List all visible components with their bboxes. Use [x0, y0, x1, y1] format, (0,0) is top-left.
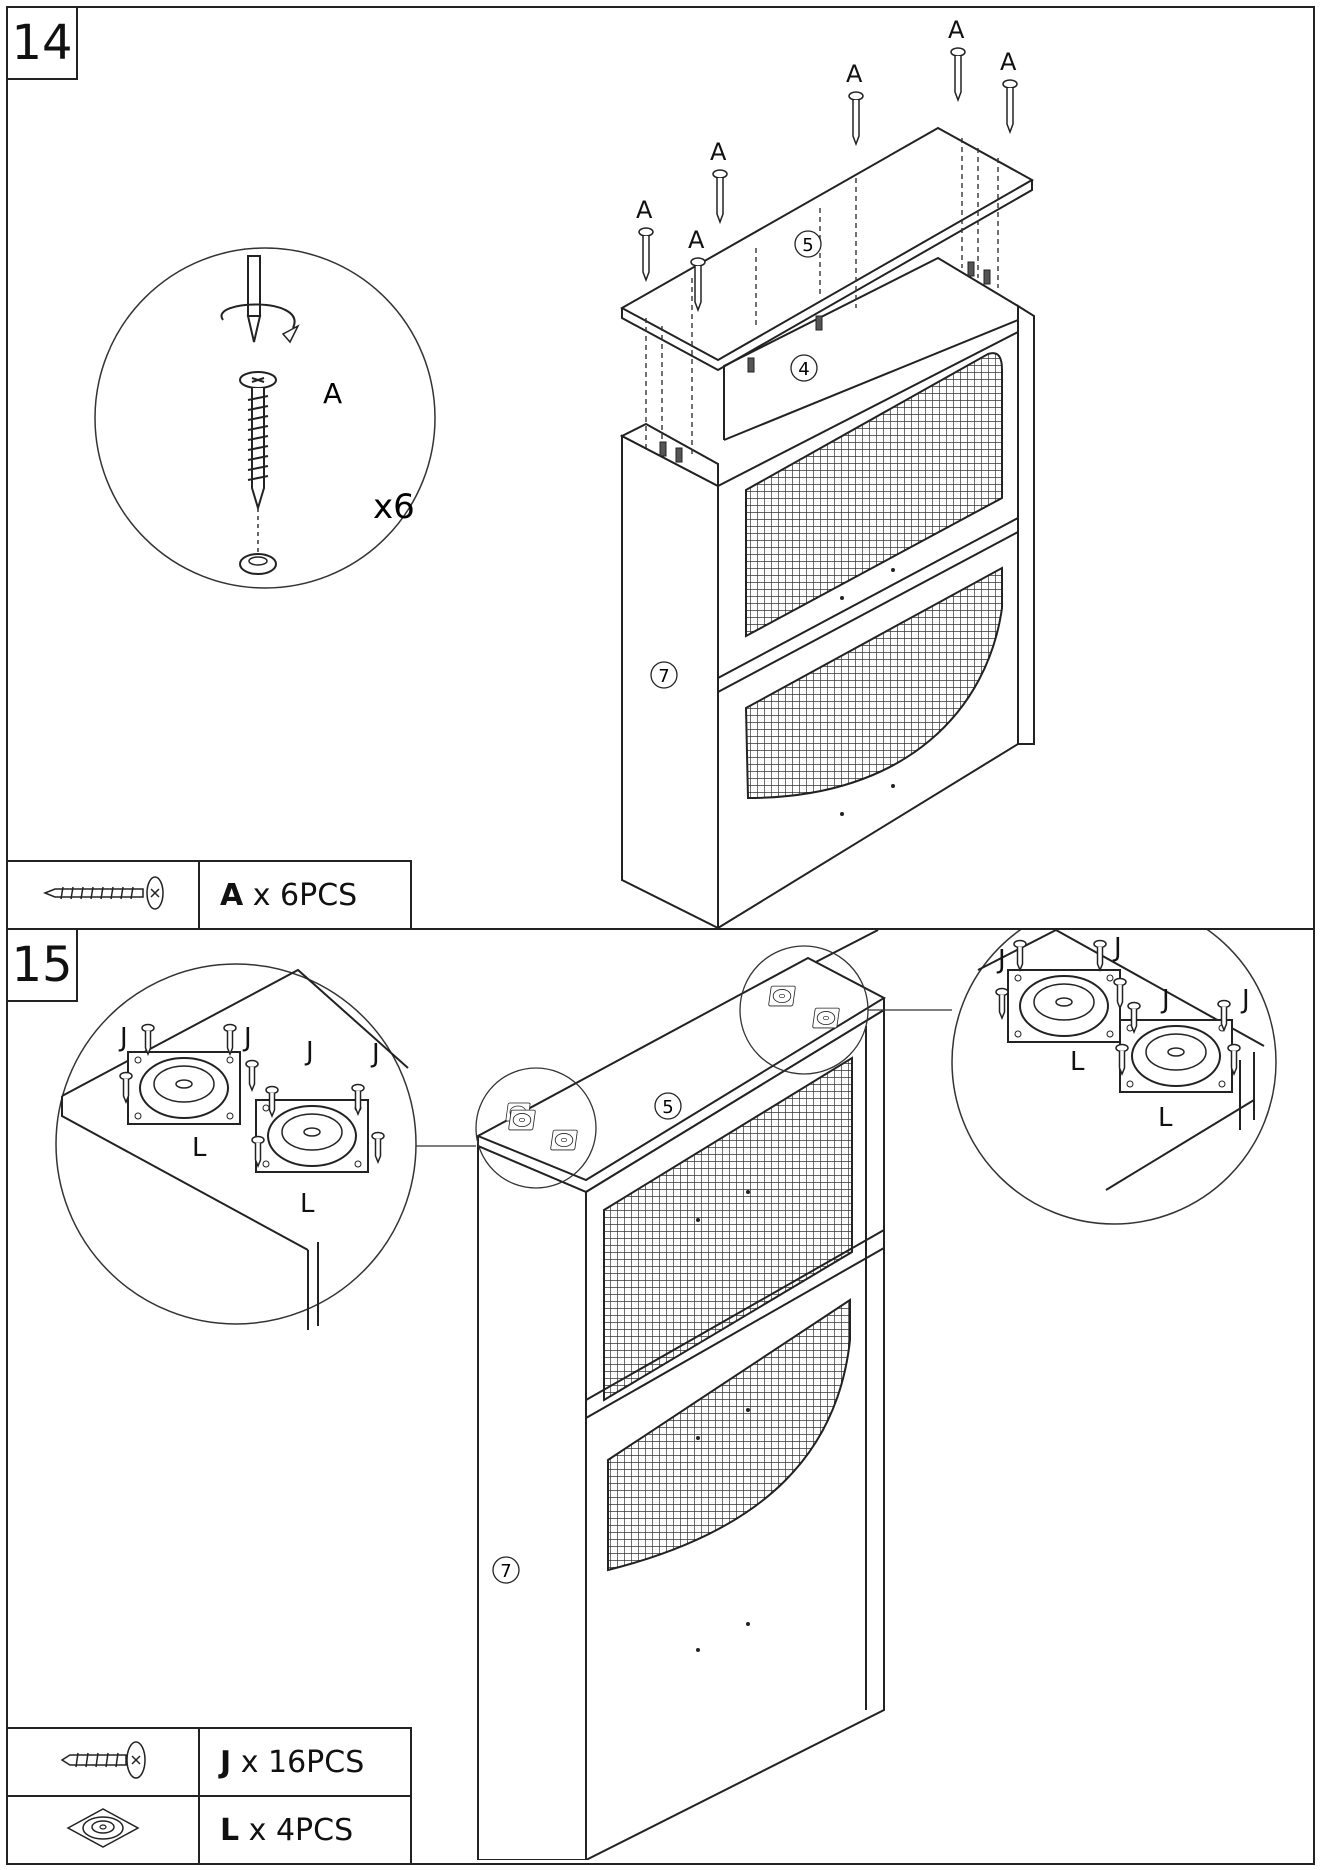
step-14-illustration: A x6	[94, 16, 1035, 928]
detail-quantity: x6	[373, 487, 415, 527]
screw-label-j: J	[1112, 933, 1122, 963]
screw-label-j: J	[118, 1023, 128, 1053]
detail-screw-label: A	[323, 377, 342, 410]
part-number-4: 4	[790, 354, 818, 382]
svg-text:7: 7	[658, 666, 669, 687]
swivel-plate-icon	[66, 1808, 140, 1848]
parts-row: A x 6PCS	[8, 860, 412, 928]
svg-text:4: 4	[798, 359, 809, 380]
wood-screw-icon	[42, 876, 164, 910]
svg-text:7: 7	[500, 1561, 511, 1582]
step-number: 15	[8, 930, 78, 1002]
svg-text:5: 5	[802, 235, 813, 256]
screw-label-j: J	[996, 945, 1006, 975]
parts-list: J x 16PCS L x 4PCS	[8, 1727, 412, 1863]
plate-label-l: L	[300, 1189, 315, 1219]
short-screw-icon	[60, 1741, 146, 1779]
screw-detail-circle: A x6	[94, 247, 436, 589]
screw-label-j: J	[242, 1023, 252, 1053]
step-15-illustration: 5 7 J J J J L	[55, 930, 1277, 1860]
part-quantity: x 4PCS	[239, 1812, 354, 1848]
part-quantity: x 16PCS	[231, 1744, 365, 1780]
cabinet-assembly	[475, 930, 887, 1860]
parts-row: L x 4PCS	[8, 1795, 412, 1863]
screw-label-a: A	[710, 138, 727, 166]
plate-label-l: L	[192, 1133, 207, 1163]
screw-label-a: A	[846, 60, 863, 88]
right-detail-circle: J J J J L L	[951, 930, 1277, 1225]
zoom-circle-left	[475, 1067, 597, 1189]
part-letter: J	[220, 1744, 232, 1780]
screw-label-a: A	[636, 196, 653, 224]
screw-label-a: A	[1000, 48, 1017, 76]
screw-label-j: J	[1240, 985, 1250, 1015]
screw-label-j: J	[370, 1039, 380, 1069]
plate-label-l: L	[1070, 1047, 1085, 1077]
part-number-5: 5	[654, 1092, 682, 1120]
screws-a	[638, 47, 1018, 313]
part-letter: L	[220, 1812, 240, 1848]
screw-label-j: J	[304, 1037, 314, 1067]
part-number-7: 7	[492, 1556, 520, 1584]
part-quantity: x 6PCS	[243, 877, 358, 913]
part-number-7: 7	[650, 661, 678, 689]
screw-label-j: J	[1160, 985, 1170, 1015]
dowels	[659, 261, 991, 463]
cabinet-assembly	[619, 256, 1035, 928]
left-detail-circle: J J J J L L	[55, 963, 417, 1330]
screw-label-a: A	[688, 226, 705, 254]
screw-label-a: A	[948, 16, 965, 44]
top-board	[619, 126, 1035, 458]
parts-list: A x 6PCS	[8, 860, 412, 928]
parts-row: J x 16PCS	[8, 1727, 412, 1797]
plate-label-l: L	[1158, 1103, 1173, 1133]
step-number: 14	[8, 8, 78, 80]
part-number-5: 5	[794, 230, 822, 258]
step-14-panel: 14	[6, 6, 1315, 930]
part-letter: A	[220, 877, 244, 913]
step-15-panel: 15	[6, 930, 1315, 1865]
svg-text:5: 5	[662, 1097, 673, 1118]
